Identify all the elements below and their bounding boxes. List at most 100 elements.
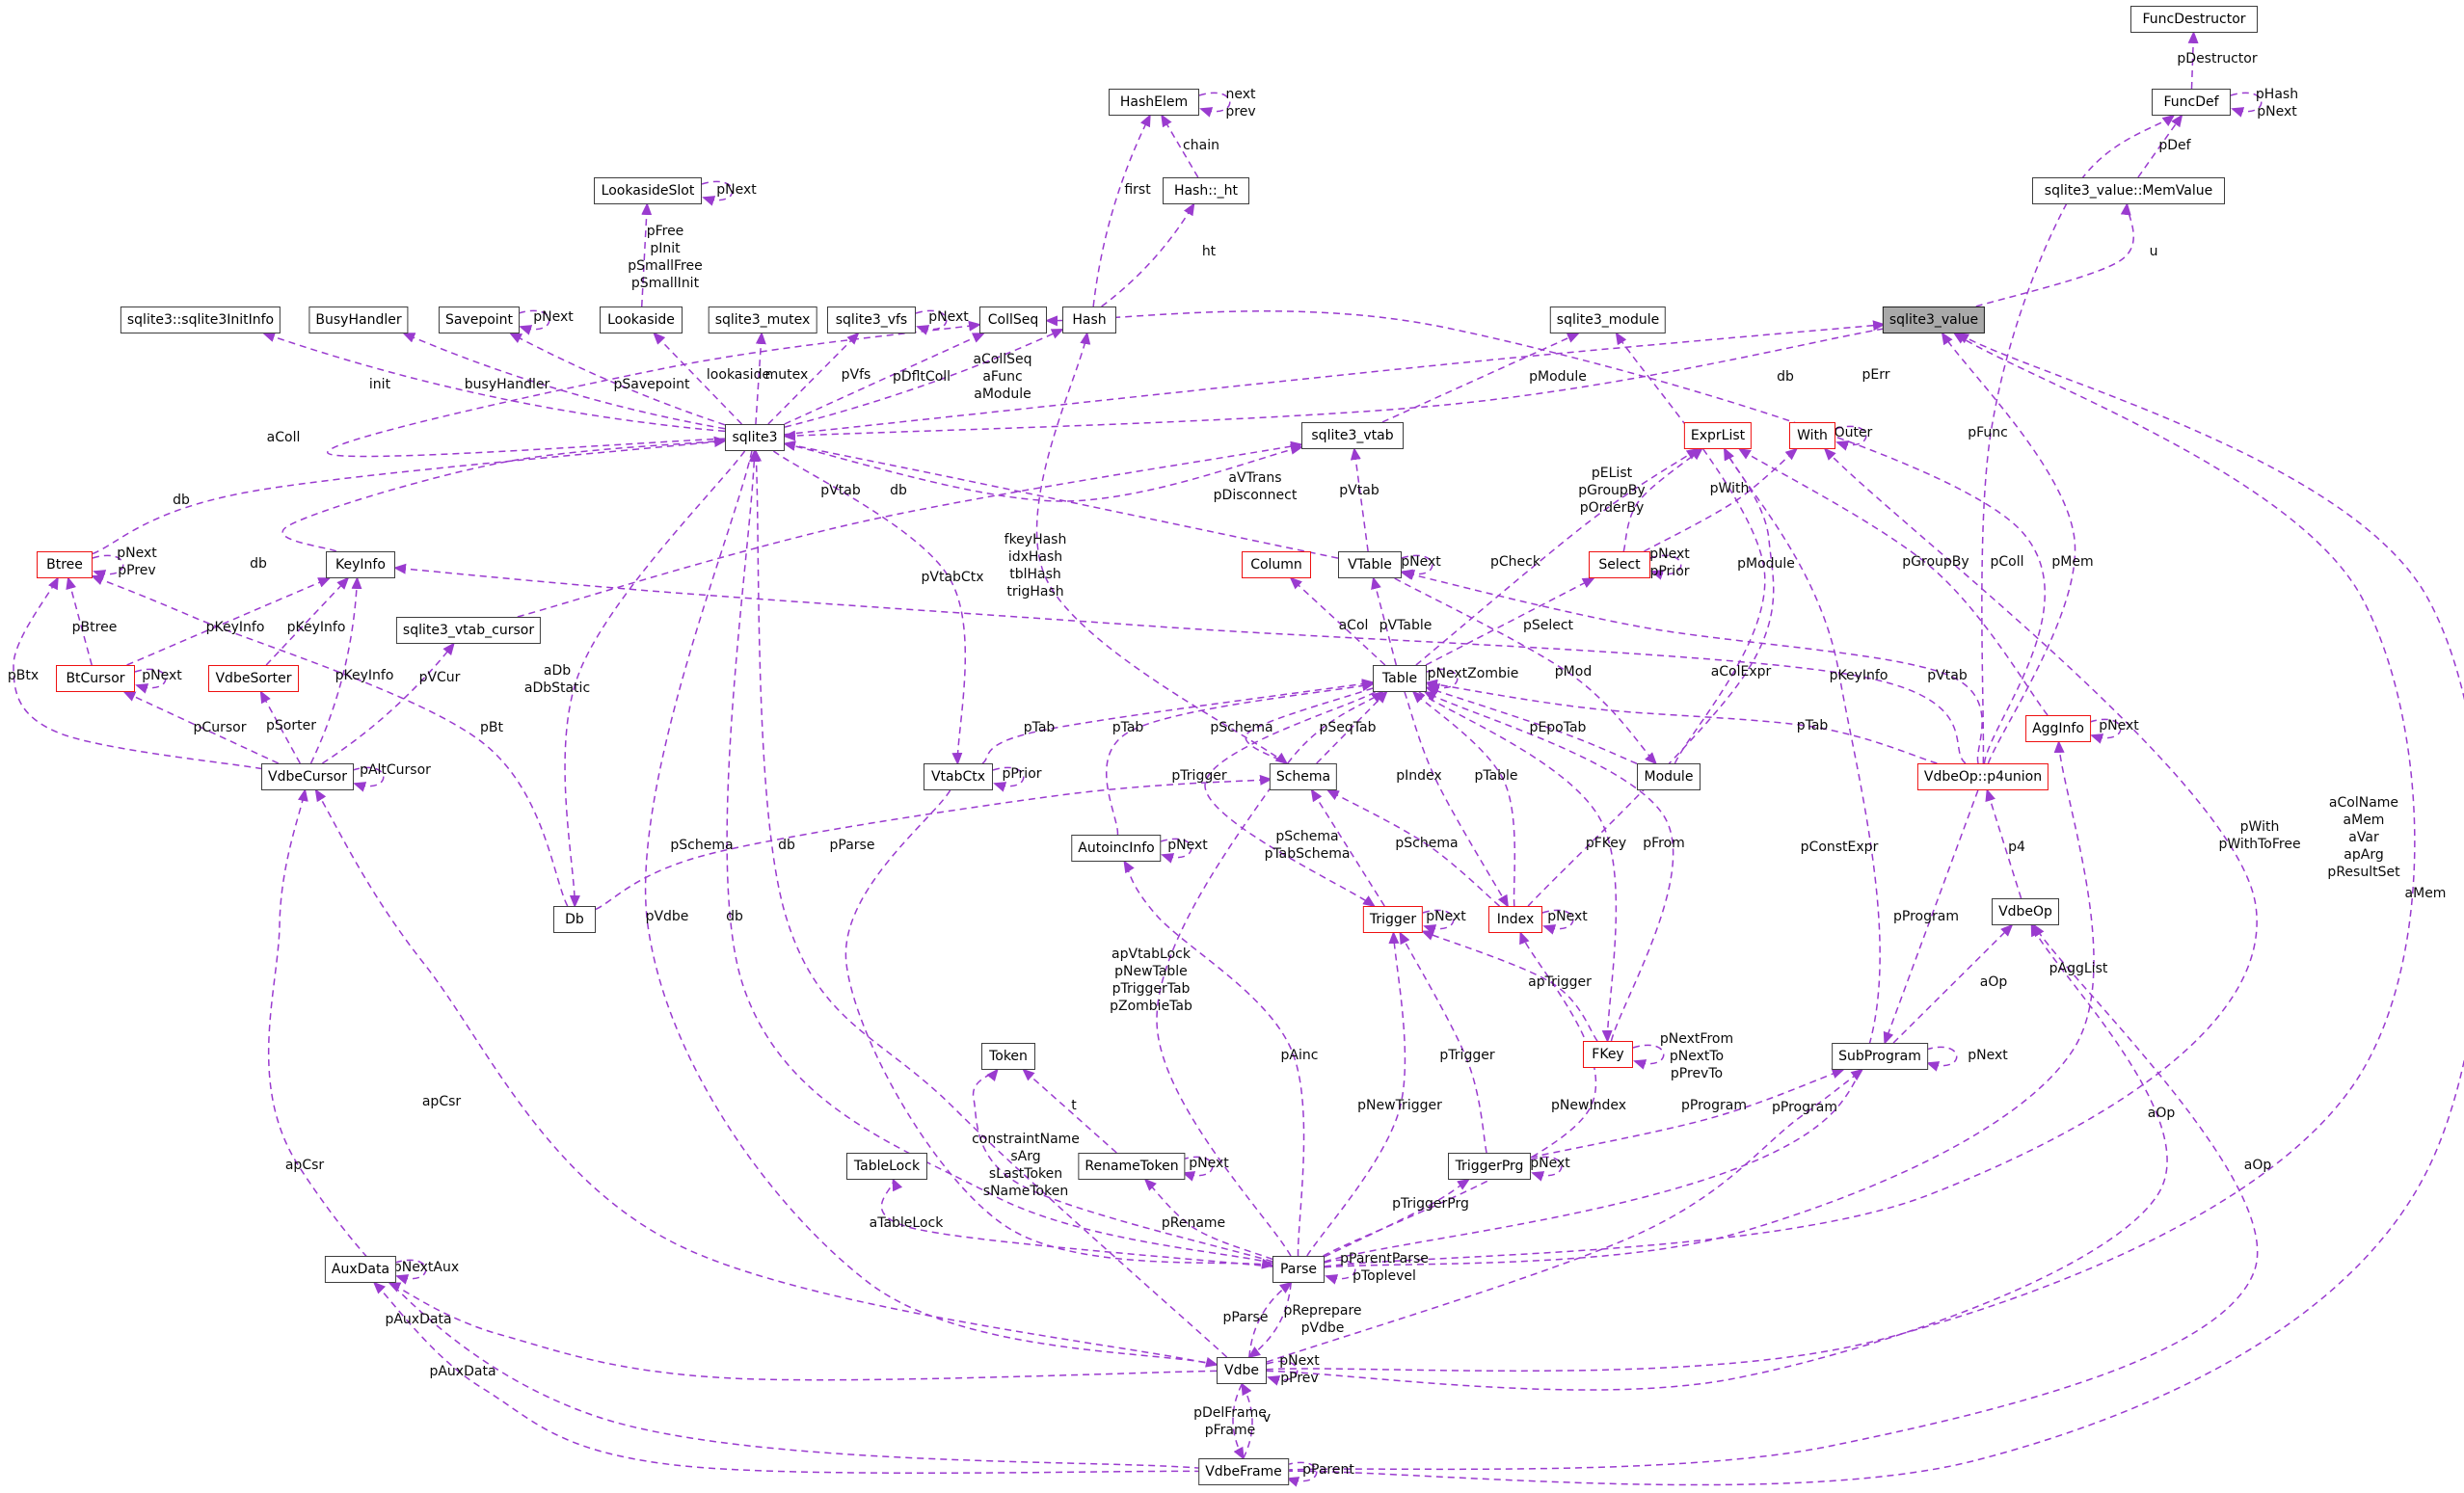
node-SubProgram[interactable]: SubProgram: [1832, 1043, 1928, 1070]
edge-sqlite3-BusyHandler: [402, 333, 726, 430]
node-Parse[interactable]: Parse: [1272, 1256, 1325, 1283]
edge-Index-Schema: [1326, 789, 1500, 907]
node-TriggerPrg[interactable]: TriggerPrg: [1448, 1153, 1531, 1180]
edge-VdbeFrame-AuxData: [372, 1281, 1202, 1475]
edge-HashElem-HashElem: [1198, 92, 1231, 118]
edge-FKey-Trigger: [1421, 930, 1598, 1042]
edge-sqlite3-VtabCtx: [772, 450, 967, 765]
node-FKey[interactable]: FKey: [1583, 1041, 1633, 1068]
edge-BtCursor-BtCursor: [134, 668, 167, 694]
node-Hash[interactable]: Hash: [1062, 307, 1116, 333]
node-Trigger[interactable]: Trigger: [1362, 906, 1424, 933]
node-VdbeOp[interactable]: VdbeOp: [1992, 898, 2059, 925]
edge-Parse-TableLock: [880, 1178, 1273, 1267]
node-RenameToken[interactable]: RenameToken: [1078, 1153, 1186, 1180]
node-InitInfo[interactable]: sqlite3::sqlite3InitInfo: [120, 307, 281, 333]
node-ExprList[interactable]: ExprList: [1683, 422, 1753, 449]
edge-MemValue-FuncDef: [2137, 114, 2183, 178]
node-Btree[interactable]: Btree: [37, 551, 93, 578]
edge-RenameToken-Token: [1022, 1068, 1117, 1154]
node-KeyInfo[interactable]: KeyInfo: [326, 551, 395, 578]
node-Hash_ht[interactable]: Hash::_ht: [1163, 177, 1249, 204]
edge-p4union-Table: [1425, 679, 1938, 764]
node-VdbeSorter[interactable]: VdbeSorter: [208, 665, 299, 692]
edge-Vdbe-SubProgram: [1266, 1068, 1864, 1363]
edge-Trigger-Schema: [1310, 788, 1385, 907]
edge-FuncDef-FuncDef: [2230, 92, 2263, 118]
node-sqlite3_vfs[interactable]: sqlite3_vfs: [827, 307, 916, 333]
edge-p4union-CollSeq: [1045, 310, 2046, 764]
edge-VtabCtx-VtabCtx: [992, 766, 1025, 792]
node-Select[interactable]: Select: [1589, 551, 1650, 578]
node-CollSeq[interactable]: CollSeq: [979, 307, 1047, 333]
node-Index[interactable]: Index: [1488, 906, 1542, 933]
edge-sqlite3-sqlite3_vfs: [767, 332, 860, 425]
node-Db[interactable]: Db: [553, 906, 596, 933]
edge-Hash-HashElem: [1092, 114, 1151, 307]
edge-VdbeCursor-Btree: [13, 576, 263, 770]
node-With[interactable]: With: [1789, 422, 1835, 449]
node-HashElem[interactable]: HashElem: [1109, 89, 1199, 116]
node-p4union[interactable]: VdbeOp::p4union: [1916, 763, 2049, 790]
edge-p4union-SubProgram: [1883, 789, 1979, 1045]
edge-TriggerPrg-SubProgram: [1530, 1068, 1845, 1159]
node-BusyHandler[interactable]: BusyHandler: [308, 307, 409, 333]
edge-Table-Trigger: [1204, 691, 1376, 908]
node-Savepoint[interactable]: Savepoint: [438, 307, 521, 333]
edge-Table-Table: [1426, 668, 1459, 694]
node-sqlite3_module[interactable]: sqlite3_module: [1549, 307, 1667, 333]
edge-Parse-Table: [1156, 690, 1384, 1257]
node-BtCursor[interactable]: BtCursor: [56, 665, 135, 692]
edge-Select-With: [1644, 447, 1799, 552]
edge-Hash-Hash_ht: [1101, 202, 1195, 307]
node-AuxData[interactable]: AuxData: [324, 1256, 397, 1283]
node-Column[interactable]: Column: [1242, 551, 1311, 578]
edge-p4union-FuncDef: [1981, 114, 2176, 764]
edge-vtab_cursor-sqlite3_vtab: [517, 440, 1303, 618]
node-LookasideSlot[interactable]: LookasideSlot: [594, 177, 702, 204]
node-VdbeCursor[interactable]: VdbeCursor: [261, 763, 354, 790]
node-Vdbe[interactable]: Vdbe: [1217, 1357, 1267, 1384]
edge-VdbeCursor-VdbeCursor: [352, 766, 385, 792]
edge-Index-ExprList: [1527, 447, 1775, 907]
edge-Parse-Index: [1323, 931, 1596, 1257]
edge-Trigger-Trigger: [1422, 909, 1455, 935]
edge-sqlite3-Hash: [784, 329, 1064, 428]
edge-VdbeFrame-VdbeOp: [1285, 923, 2259, 1471]
edge-sqlite3-Db: [564, 450, 746, 908]
edge-AggInfo-AggInfo: [2089, 718, 2122, 744]
edge-Module-Table: [1425, 685, 1638, 765]
node-AggInfo[interactable]: AggInfo: [2025, 715, 2091, 742]
edge-Vdbe-AuxData: [388, 1282, 1218, 1381]
node-FuncDestructor[interactable]: FuncDestructor: [2130, 6, 2258, 33]
node-Module[interactable]: Module: [1637, 763, 1701, 790]
edge-sqlite3-InitInfo: [262, 332, 726, 433]
edge-sqlite3_value-MemValue: [1975, 202, 2134, 307]
edge-Parse-Trigger: [1306, 931, 1406, 1257]
node-VdbeFrame[interactable]: VdbeFrame: [1198, 1458, 1289, 1485]
edge-TriggerPrg-TriggerPrg: [1530, 1156, 1563, 1182]
edge-sqlite3-Vdbe: [644, 450, 1219, 1368]
node-TableLock[interactable]: TableLock: [846, 1153, 927, 1180]
node-VTable[interactable]: VTable: [1338, 551, 1402, 578]
node-AutoincInfo[interactable]: AutoincInfo: [1071, 835, 1162, 862]
node-vtab_cursor[interactable]: sqlite3_vtab_cursor: [395, 617, 542, 644]
edge-Parse-Vdbe: [1247, 1282, 1292, 1359]
node-VtabCtx[interactable]: VtabCtx: [924, 763, 993, 790]
node-sqlite3_vtab[interactable]: sqlite3_vtab: [1301, 422, 1404, 449]
node-Table[interactable]: Table: [1373, 665, 1427, 692]
edge-Table-Index: [1404, 691, 1510, 908]
edge-Db-Btree: [91, 574, 569, 907]
edge-KeyInfo-sqlite3: [281, 436, 727, 552]
node-FuncDef[interactable]: FuncDef: [2152, 89, 2231, 116]
node-sqlite3_value[interactable]: sqlite3_value: [1882, 307, 1986, 333]
node-Token[interactable]: Token: [981, 1043, 1035, 1070]
node-Lookaside[interactable]: Lookaside: [600, 307, 683, 333]
edge-sqlite3-sqlite3_vtab: [784, 442, 1303, 502]
node-sqlite3_mutex[interactable]: sqlite3_mutex: [708, 307, 817, 333]
edge-VTable-sqlite3: [783, 440, 1339, 559]
node-sqlite3[interactable]: sqlite3: [725, 424, 785, 451]
node-MemValue[interactable]: sqlite3_value::MemValue: [2032, 177, 2225, 204]
edge-Vdbe-Vdbe: [1266, 1360, 1299, 1386]
node-Schema[interactable]: Schema: [1269, 763, 1338, 790]
